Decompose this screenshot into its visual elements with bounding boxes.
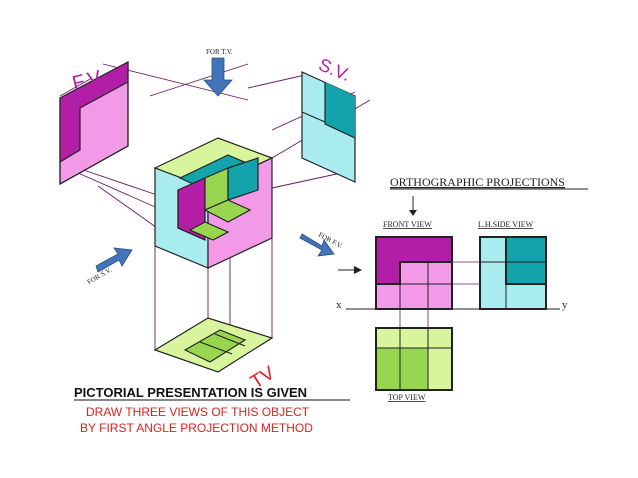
pictorial-front-view-panel [59, 61, 129, 186]
arrow-for-sv [95, 247, 133, 273]
top-view-label: TOP VIEW [388, 393, 426, 402]
pictorial-top-view-panel [153, 317, 274, 373]
arrow-for-tv [203, 57, 233, 97]
caption-line3: BY FIRST ANGLE PROJECTION METHOD [80, 421, 313, 435]
ortho-side-view [479, 236, 547, 310]
ortho-heading: ORTHOGRAPHIC PROJECTIONS [390, 175, 565, 189]
isometric-object [153, 137, 274, 269]
ortho-projectors [399, 261, 480, 328]
caption-line2: DRAW THREE VIEWS OF THIS OBJECT [86, 405, 310, 419]
side-view-label: L.H.SIDE VIEW [478, 220, 534, 229]
front-view-label: FRONT VIEW [383, 220, 432, 229]
ortho-front-view [375, 236, 453, 310]
label-for-tv: FOR T.V. [206, 48, 233, 56]
axis-y-label: y [562, 299, 568, 311]
arrow-for-fv [299, 233, 335, 257]
side-arrow-head [354, 266, 362, 274]
pictorial-side-view-panel [301, 71, 356, 183]
ortho-pointer-head [409, 210, 417, 216]
axis-x-label: x [336, 299, 342, 311]
caption-line1: PICTORIAL PRESENTATION IS GIVEN [74, 385, 307, 400]
ortho-top-view [375, 327, 453, 391]
